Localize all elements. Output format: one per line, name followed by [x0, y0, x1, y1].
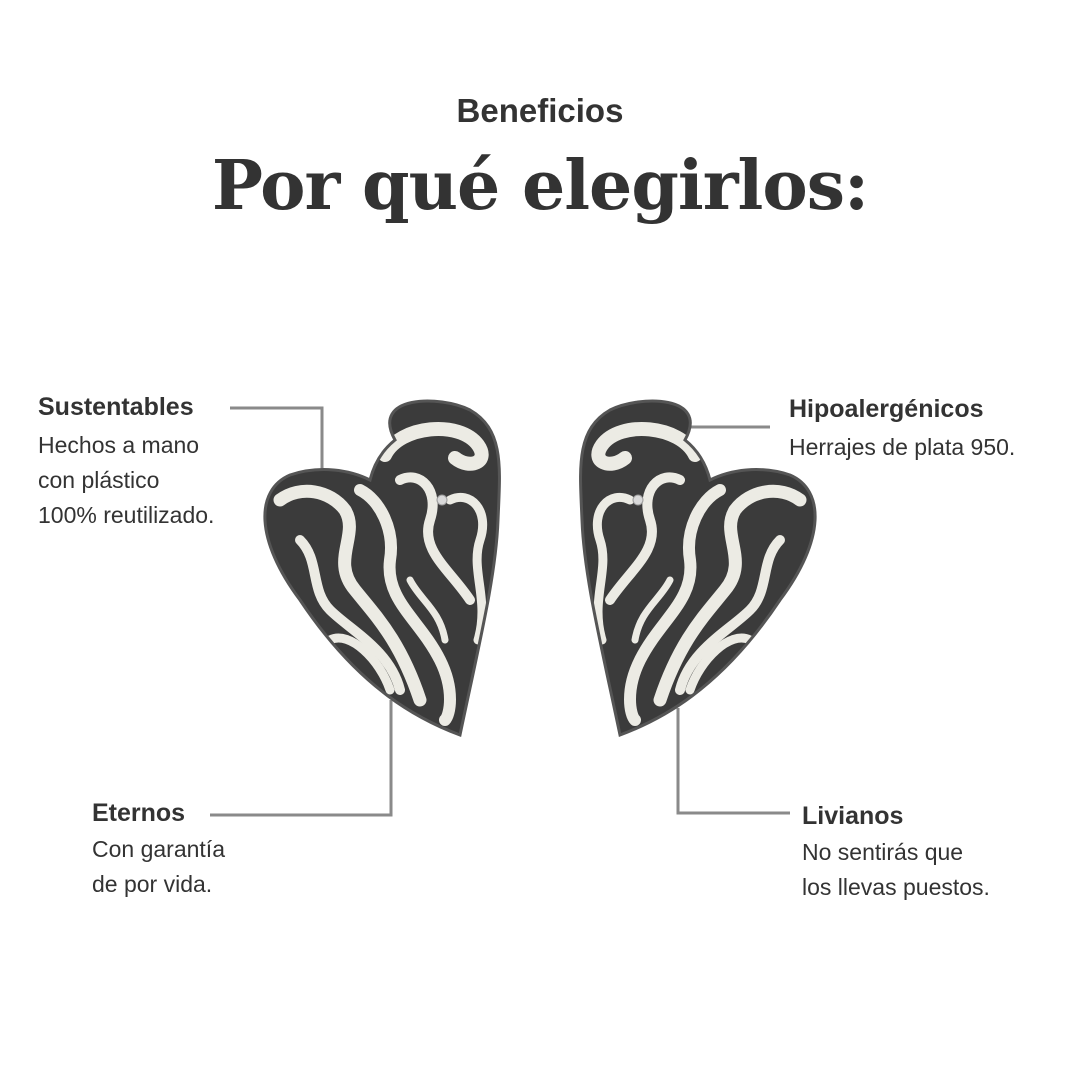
connector-livianos [676, 708, 790, 815]
connector-lines [210, 406, 790, 817]
benefit-eternos: Eternos Con garantía de por vida. [92, 799, 225, 902]
left-earring [263, 399, 501, 738]
benefit-title: Hipoalergénicos [789, 395, 984, 423]
section-eyebrow: Beneficios [456, 92, 624, 129]
benefit-line: Hechos a mano [38, 432, 200, 458]
benefit-line: No sentirás que [802, 839, 964, 865]
benefit-title: Eternos [92, 799, 186, 827]
benefit-sustentables: Sustentables Hechos a mano con plástico … [38, 393, 214, 533]
benefit-livianos: Livianos No sentirás que los llevas pues… [802, 802, 990, 905]
benefit-line: de por vida. [92, 871, 213, 897]
benefit-title: Livianos [802, 802, 904, 830]
benefit-title: Sustentables [38, 393, 194, 421]
page-title: Por qué elegirlos: [211, 146, 869, 226]
connector-eternos [210, 700, 393, 817]
benefit-hipoalergenicos: Hipoalergénicos Herrajes de plata 950. [789, 395, 1015, 465]
benefit-line: con plástico [38, 467, 160, 493]
benefit-line: los llevas puestos. [802, 874, 990, 900]
connector-sustentables [230, 406, 324, 470]
benefit-line: 100% reutilizado. [38, 502, 215, 528]
benefit-line: Con garantía [92, 836, 225, 862]
right-earring [579, 399, 817, 738]
benefit-line: Herrajes de plata 950. [789, 434, 1016, 460]
